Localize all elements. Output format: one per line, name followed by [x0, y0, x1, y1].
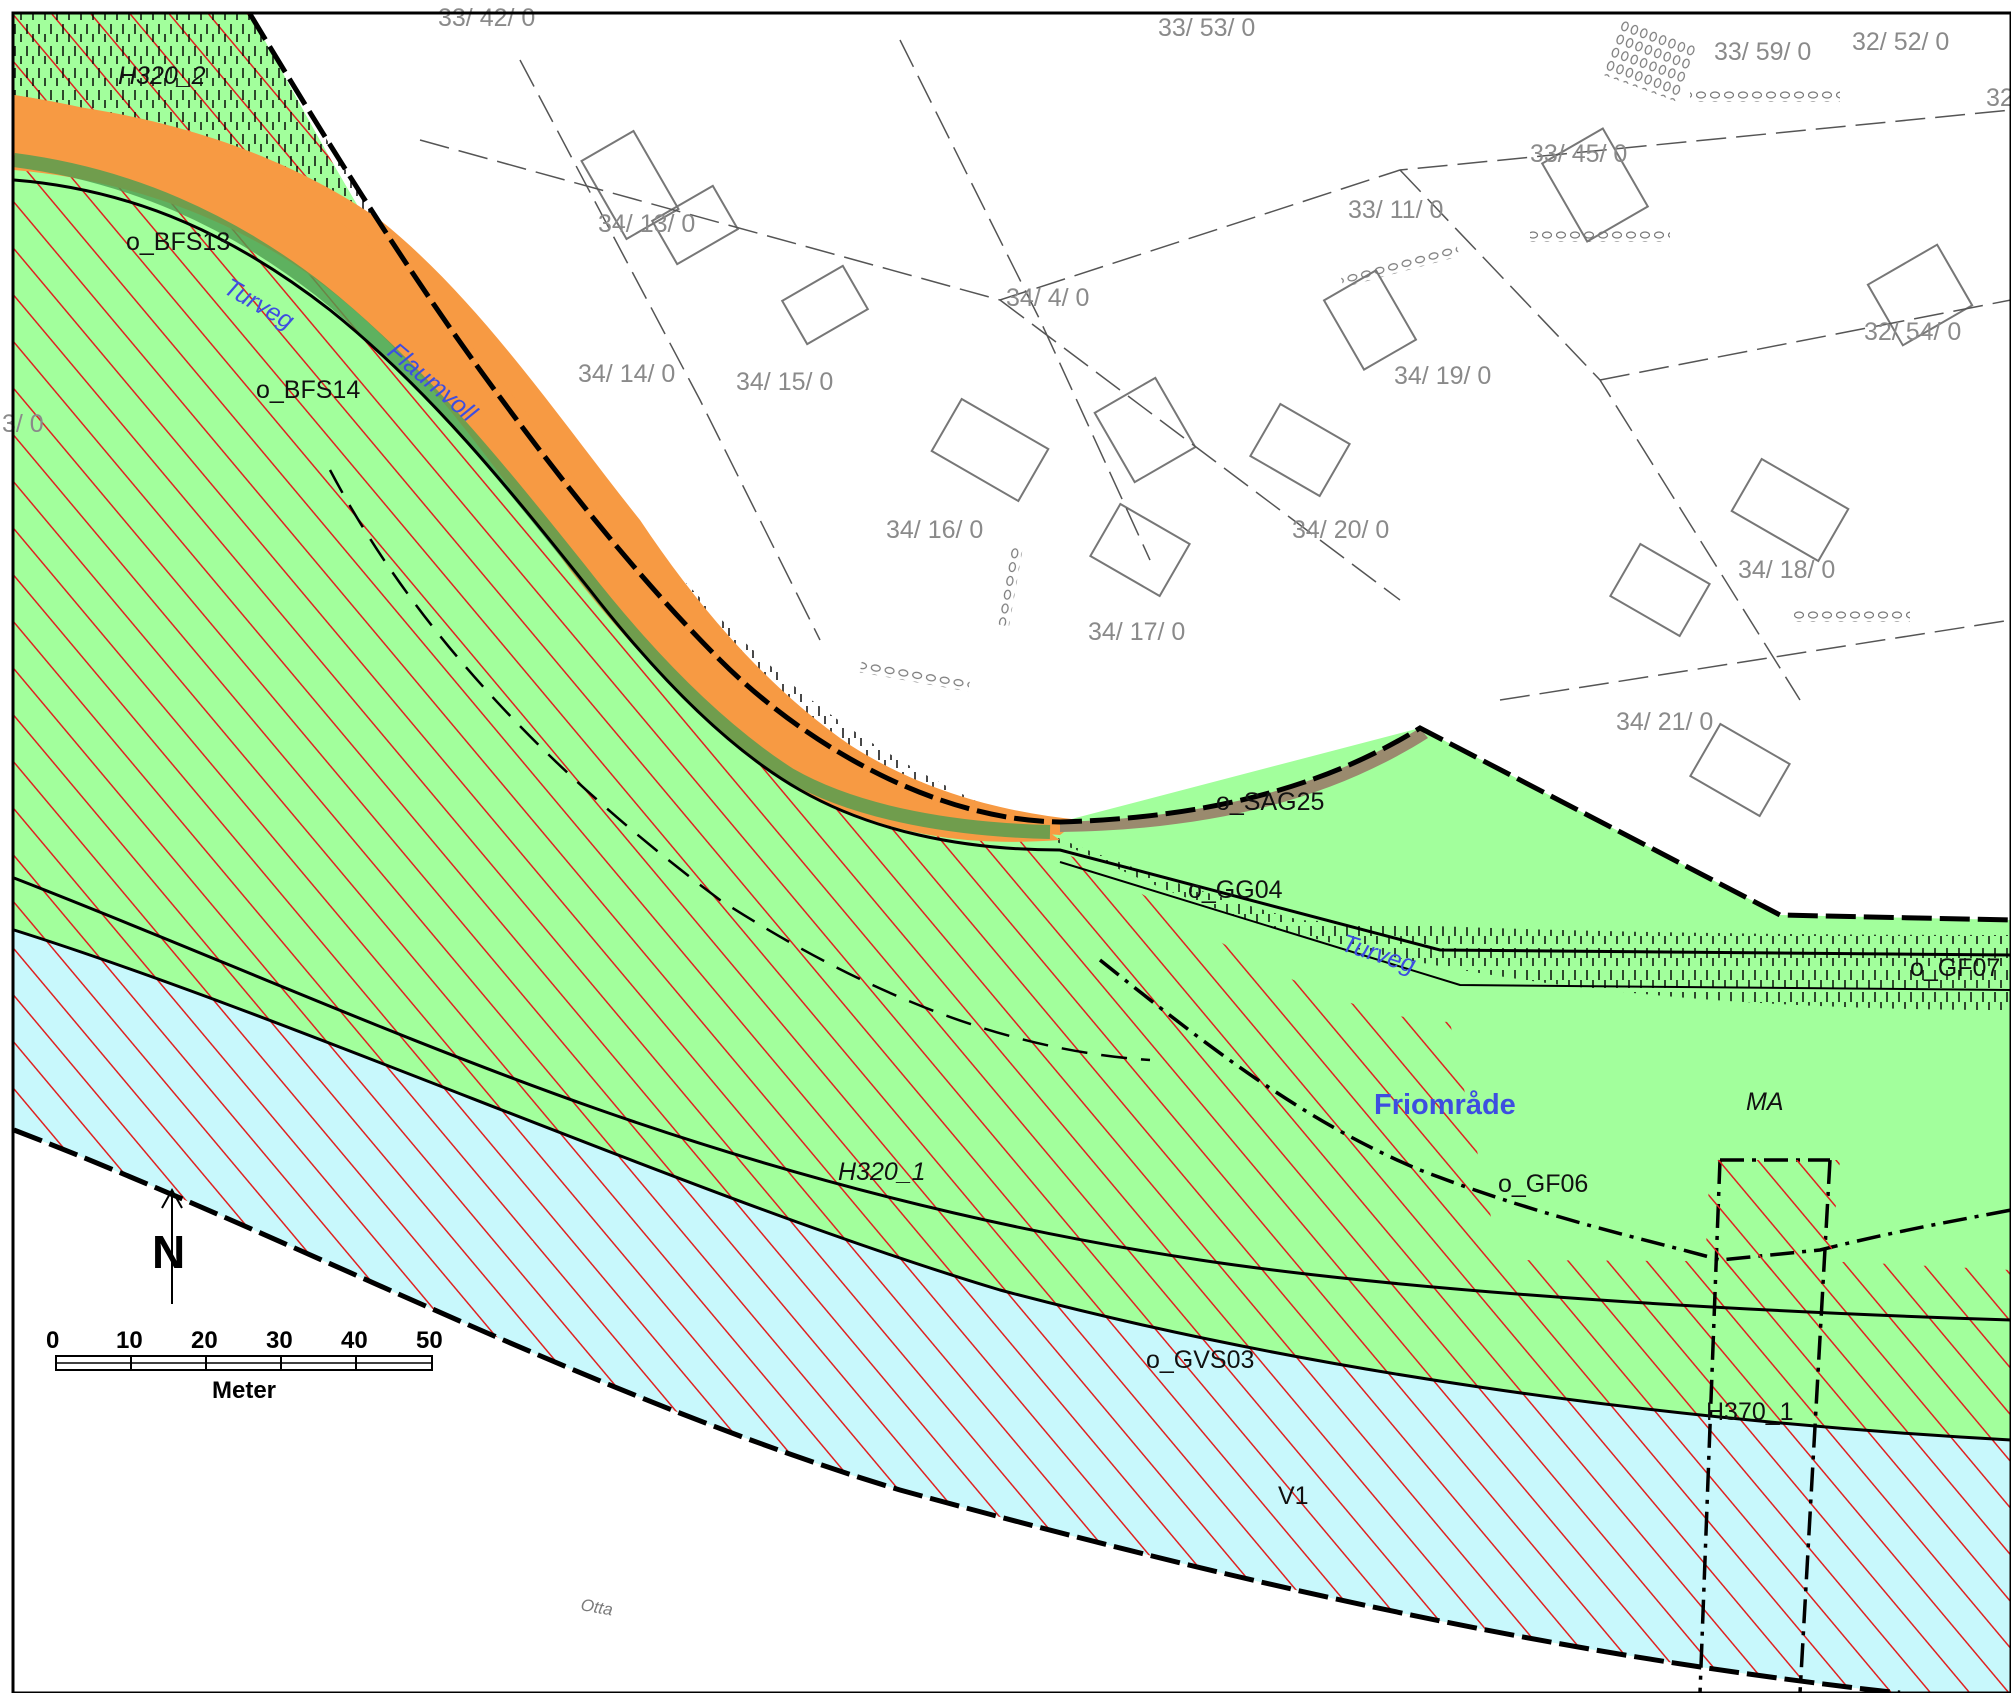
- zone-code-label: o_SAG25: [1216, 788, 1324, 816]
- scale-tick-label: 20: [191, 1327, 218, 1354]
- fence-lines: [859, 18, 1910, 692]
- zone-code-group: o_BFS13 o_BFS14 o_SAG25 o_GG04 o_GF07 o_…: [126, 228, 2000, 1374]
- river-zone-label: V1: [1278, 1482, 1309, 1510]
- plan-boundary-south: [13, 1127, 1901, 1696]
- parcel-label: 34/ 4/ 0: [1006, 284, 1089, 312]
- hazard-boundary-dashdot: [1098, 958, 2011, 1262]
- parcel-boundaries: [419, 39, 2011, 701]
- north-arrow-letter: N: [152, 1226, 185, 1278]
- scale-tick-label: 50: [416, 1327, 443, 1354]
- parcel-label: 33/ 11/ 0: [1348, 196, 1443, 224]
- parcel-label: 34/ 17/ 0: [1088, 618, 1185, 646]
- parcel-label: 34/ 21/ 0: [1616, 708, 1713, 736]
- parcel-label: 3/ 0: [2, 410, 44, 438]
- path-edge-line-3: [1059, 861, 2011, 991]
- zone-code-label: o_GVS03: [1146, 1346, 1254, 1374]
- scale-tick-label: 30: [266, 1327, 293, 1354]
- path-green-strip: [13, 153, 1051, 839]
- road-edge-line-2: [13, 928, 2011, 1442]
- parcel-label: 32/ 54/ 0: [1864, 318, 1961, 346]
- parcel-label: 34/ 19/ 0: [1394, 362, 1491, 390]
- parcel-label: 34/ 20/ 0: [1292, 516, 1389, 544]
- path-corridor-orange-main[interactable]: [14, 95, 1060, 842]
- zone-ma-label: MA: [1746, 1088, 1784, 1116]
- parcel-label: 33/ 45/ 0: [1530, 140, 1627, 168]
- hazard-zone-label: H320_1: [838, 1158, 926, 1186]
- parcel-label: 33/ 59/ 0: [1714, 38, 1811, 66]
- zone-code-label: o_GF07: [1910, 954, 2000, 982]
- hazard-zone-label: H320_2: [118, 62, 206, 90]
- zone-code-label: o_BFS13: [126, 228, 230, 256]
- road-edge-line: [13, 876, 2011, 1322]
- north-arrow-icon: N: [152, 1187, 185, 1304]
- zone-code-label: o_GG04: [1188, 876, 1283, 904]
- parcel-label: 34/ 14/ 0: [578, 360, 675, 388]
- path-edge-line: [13, 178, 2011, 957]
- scale-tick-label: 0: [46, 1327, 59, 1354]
- parcel-label: 34/ 15/ 0: [736, 368, 833, 396]
- parcel-label: 33/ 42/ 0: [438, 4, 535, 32]
- zone-italic-group: H320_2 H320_1 MA H370_1 V1: [118, 62, 1794, 1510]
- parcel-label: 33/ 53/ 0: [1158, 14, 1255, 42]
- scale-tick-label: 10: [116, 1327, 143, 1354]
- zone-code-label: o_BFS14: [256, 376, 360, 404]
- parcel-label: 34/ 13/ 0: [598, 210, 695, 238]
- hazard-dashed-contour: [328, 469, 1151, 1062]
- zone-ma[interactable]: [1705, 1160, 1840, 1270]
- scale-unit-label: Meter: [212, 1377, 276, 1404]
- parcel-label: 34/ 16/ 0: [886, 516, 983, 544]
- parcel-label: 32/ 52/ 0: [1852, 28, 1949, 56]
- parcel-label: 34/ 18/ 0: [1738, 556, 1835, 584]
- zone-code-label: o_GF06: [1498, 1170, 1588, 1198]
- parcel-label: 32: [1986, 84, 2011, 112]
- scale-bar: 0 10 20 30 40 50 Meter: [46, 1327, 443, 1404]
- parcel-label-group: 33/ 42/ 0 33/ 53/ 0 33/ 59/ 0 32/ 52/ 0 …: [2, 4, 2011, 736]
- hazard-zone-label: H370_1: [1706, 1398, 1794, 1426]
- plan-boundary-north: [247, 12, 2011, 923]
- river-otta-area: [14, 1130, 1900, 1693]
- hazard-zone-h320-2[interactable]: [14, 14, 2011, 1010]
- friomrade-label: Friområde: [1374, 1089, 1516, 1121]
- residential-parcels: [580, 127, 1974, 818]
- scale-tick-label: 40: [341, 1327, 368, 1354]
